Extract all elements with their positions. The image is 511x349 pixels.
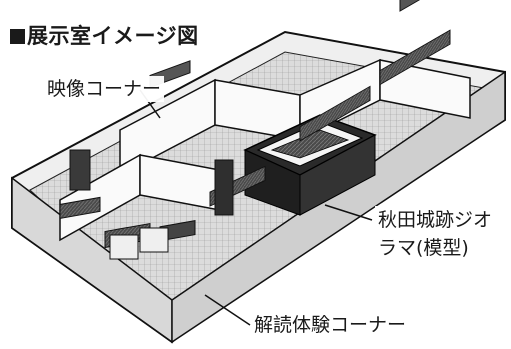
square-bullet-icon: [10, 29, 25, 44]
label-reading-corner: 解読体験コーナー: [251, 312, 410, 338]
page-title: 展示室イメージ図: [10, 20, 199, 50]
display-cases: [59, 0, 451, 260]
label-diorama: 秋田城跡ジオ ラマ(模型): [375, 206, 496, 262]
diorama-model: [243, 114, 377, 216]
label-video-corner: 映像コーナー: [44, 76, 165, 102]
